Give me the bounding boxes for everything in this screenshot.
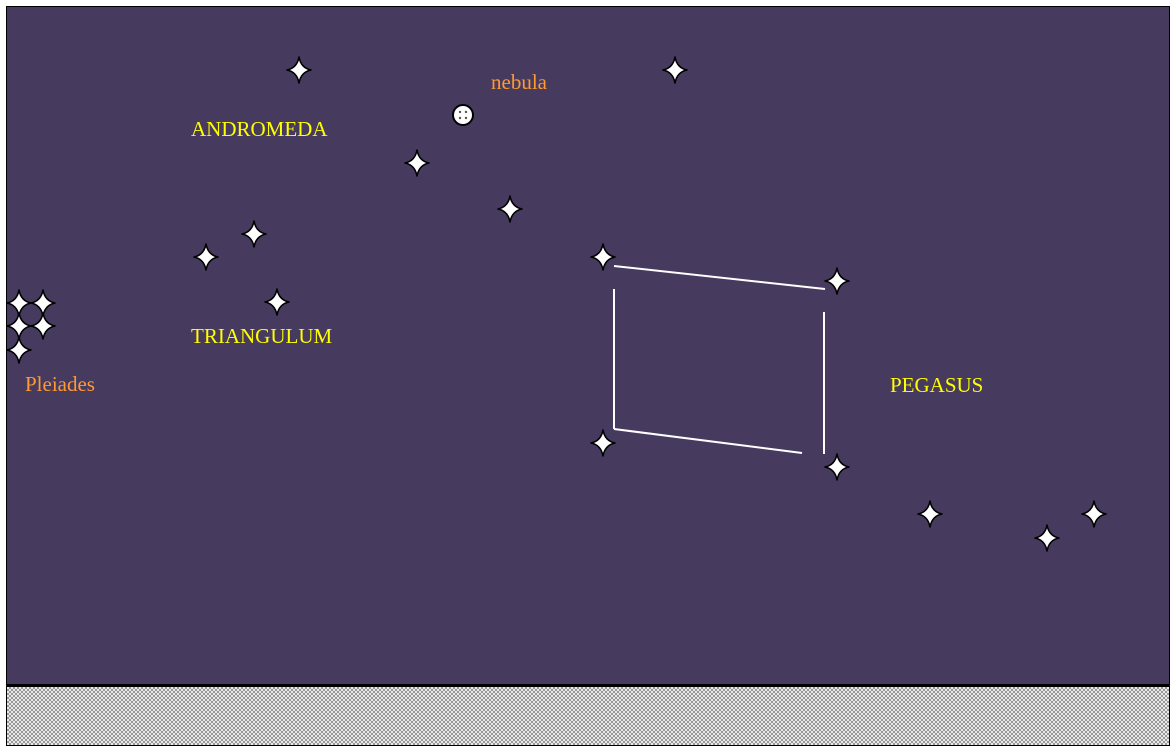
four-point-star-icon [918,501,942,527]
four-point-star-icon [265,289,289,315]
four-point-star-icon [498,196,522,222]
four-point-star-icon [7,290,31,316]
nebula-dot-icon [453,105,473,125]
four-point-star-icon [7,313,31,339]
pegasus-label: PEGASUS [890,375,983,396]
four-point-star-icon [7,337,31,363]
four-point-star-icon [591,430,615,456]
asterism-line [614,429,802,453]
asterism-line [614,266,825,289]
four-point-star-icon [31,313,55,339]
four-point-star-icon [31,290,55,316]
four-point-star-icon [1082,501,1106,527]
four-point-star-icon [663,57,687,83]
four-point-star-icon [287,57,311,83]
four-point-star-icon [194,244,218,270]
four-point-star-icon [1035,525,1059,551]
nebula-label: nebula [491,72,547,93]
pegasus-square-outline [614,266,825,454]
four-point-star-icon [405,150,429,176]
andromeda-label: ANDROMEDA [191,119,328,140]
four-point-star-icon [242,221,266,247]
four-point-star-icon [825,454,849,480]
pleiades-label: Pleiades [25,374,95,395]
four-point-star-icon [825,268,849,294]
stars [7,57,1106,551]
four-point-star-icon [591,244,615,270]
triangulum-label: TRIANGULUM [191,326,332,347]
